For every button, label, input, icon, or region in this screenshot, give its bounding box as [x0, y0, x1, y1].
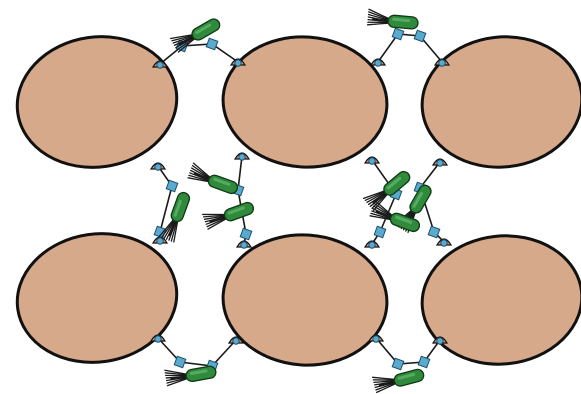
feathered-tail-icon: [203, 208, 227, 229]
oval-cell-icon: [9, 223, 185, 372]
feathered-tail-icon: [373, 372, 396, 392]
capsule-body: [393, 368, 425, 387]
linker-square-icon: [206, 38, 218, 50]
oval-cell-icon: [219, 229, 392, 370]
anchor-dot-icon: [157, 62, 163, 68]
connector-strand: [160, 44, 238, 64]
linker-square-icon: [392, 28, 404, 40]
capsule-body: [389, 212, 421, 234]
anchor-dot-icon: [373, 336, 379, 342]
green-capsule-molecule-icon: [188, 163, 240, 195]
connector-strand: [376, 338, 440, 364]
capsule-body: [207, 174, 239, 196]
anchor-dot-icon: [369, 242, 375, 248]
capsule-body: [190, 17, 222, 42]
oval-cell-icon: [219, 31, 392, 172]
anchor-dot-icon: [439, 60, 445, 66]
linker-square-icon: [240, 228, 252, 240]
capsule-body: [170, 191, 192, 223]
capsule-body: [408, 183, 433, 215]
anchor-dot-icon: [155, 164, 161, 170]
connector-strand: [158, 338, 236, 366]
anchor-dot-icon: [369, 158, 375, 164]
anchor-dot-icon: [241, 242, 247, 248]
anchor-dot-icon: [437, 160, 443, 166]
green-capsule-molecule-icon: [203, 197, 255, 229]
oval-cell-icon: [9, 26, 186, 177]
green-capsule-molecule-icon: [364, 166, 412, 210]
green-capsule-molecule-icon: [368, 9, 419, 29]
anchor-dot-icon: [157, 238, 163, 244]
linker-square-icon: [166, 180, 178, 192]
oval-cell-icon: [416, 29, 581, 175]
anchor-dot-icon: [239, 154, 245, 160]
anchor-dot-icon: [233, 338, 239, 344]
feathered-tail-icon: [165, 367, 187, 386]
linker-square-icon: [418, 356, 430, 368]
capsule-body: [223, 201, 255, 223]
feathered-tail-icon: [368, 9, 389, 26]
capsule-body: [388, 15, 419, 30]
anchor-dot-icon: [437, 338, 443, 344]
linker-square-icon: [374, 226, 386, 238]
anchor-dot-icon: [235, 60, 241, 66]
connector-strand: [378, 34, 442, 62]
tail-spine: [372, 19, 388, 20]
anchor-dot-icon: [375, 60, 381, 66]
anchor-dot-icon: [155, 336, 161, 342]
anchor-dot-icon: [441, 240, 447, 246]
oval-cell-icon: [416, 228, 581, 372]
